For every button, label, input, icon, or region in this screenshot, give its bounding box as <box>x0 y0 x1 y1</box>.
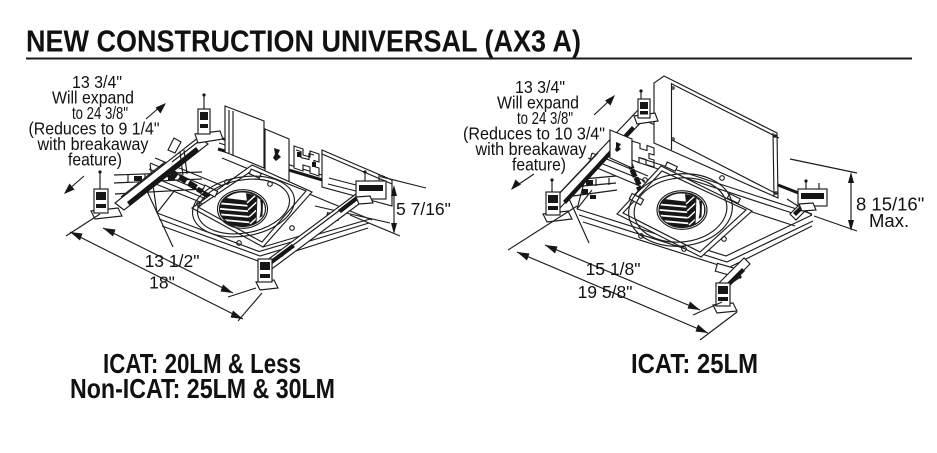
svg-text:with breakaway: with breakaway <box>475 139 587 159</box>
svg-text:(Reduces to 10 3/4": (Reduces to 10 3/4" <box>463 124 605 144</box>
svg-text:5 7/16": 5 7/16" <box>396 199 451 219</box>
svg-text:15 1/8": 15 1/8" <box>586 259 641 279</box>
svg-text:ICAT: 25LM: ICAT: 25LM <box>631 348 758 379</box>
svg-text:18": 18" <box>149 273 175 293</box>
svg-text:19 5/8": 19 5/8" <box>578 282 633 302</box>
svg-text:Will expand: Will expand <box>52 88 134 108</box>
svg-text:to 24 3/8": to 24 3/8" <box>72 103 128 123</box>
svg-text:with breakaway: with breakaway <box>37 134 149 154</box>
svg-text:feature): feature) <box>512 155 566 175</box>
svg-text:to 24 3/8": to 24 3/8" <box>517 108 573 128</box>
svg-text:Non-ICAT: 25LM & 30LM: Non-ICAT: 25LM & 30LM <box>70 373 335 404</box>
svg-text:NEW CONSTRUCTION UNIVERSAL (AX: NEW CONSTRUCTION UNIVERSAL (AX3 A) <box>26 25 581 59</box>
svg-text:13 1/2": 13 1/2" <box>145 251 200 271</box>
svg-text:8 15/16": 8 15/16" <box>856 194 924 215</box>
svg-text:Will expand: Will expand <box>497 93 579 113</box>
svg-text:feature): feature) <box>68 150 122 170</box>
svg-text:ICAT: 20LM & Less: ICAT: 20LM & Less <box>103 348 301 379</box>
svg-text:13 3/4": 13 3/4" <box>515 77 565 97</box>
svg-text:13 3/4": 13 3/4" <box>72 72 122 92</box>
svg-text:Max.: Max. <box>869 210 909 231</box>
svg-text:(Reduces to 9 1/4": (Reduces to 9 1/4" <box>29 119 160 139</box>
